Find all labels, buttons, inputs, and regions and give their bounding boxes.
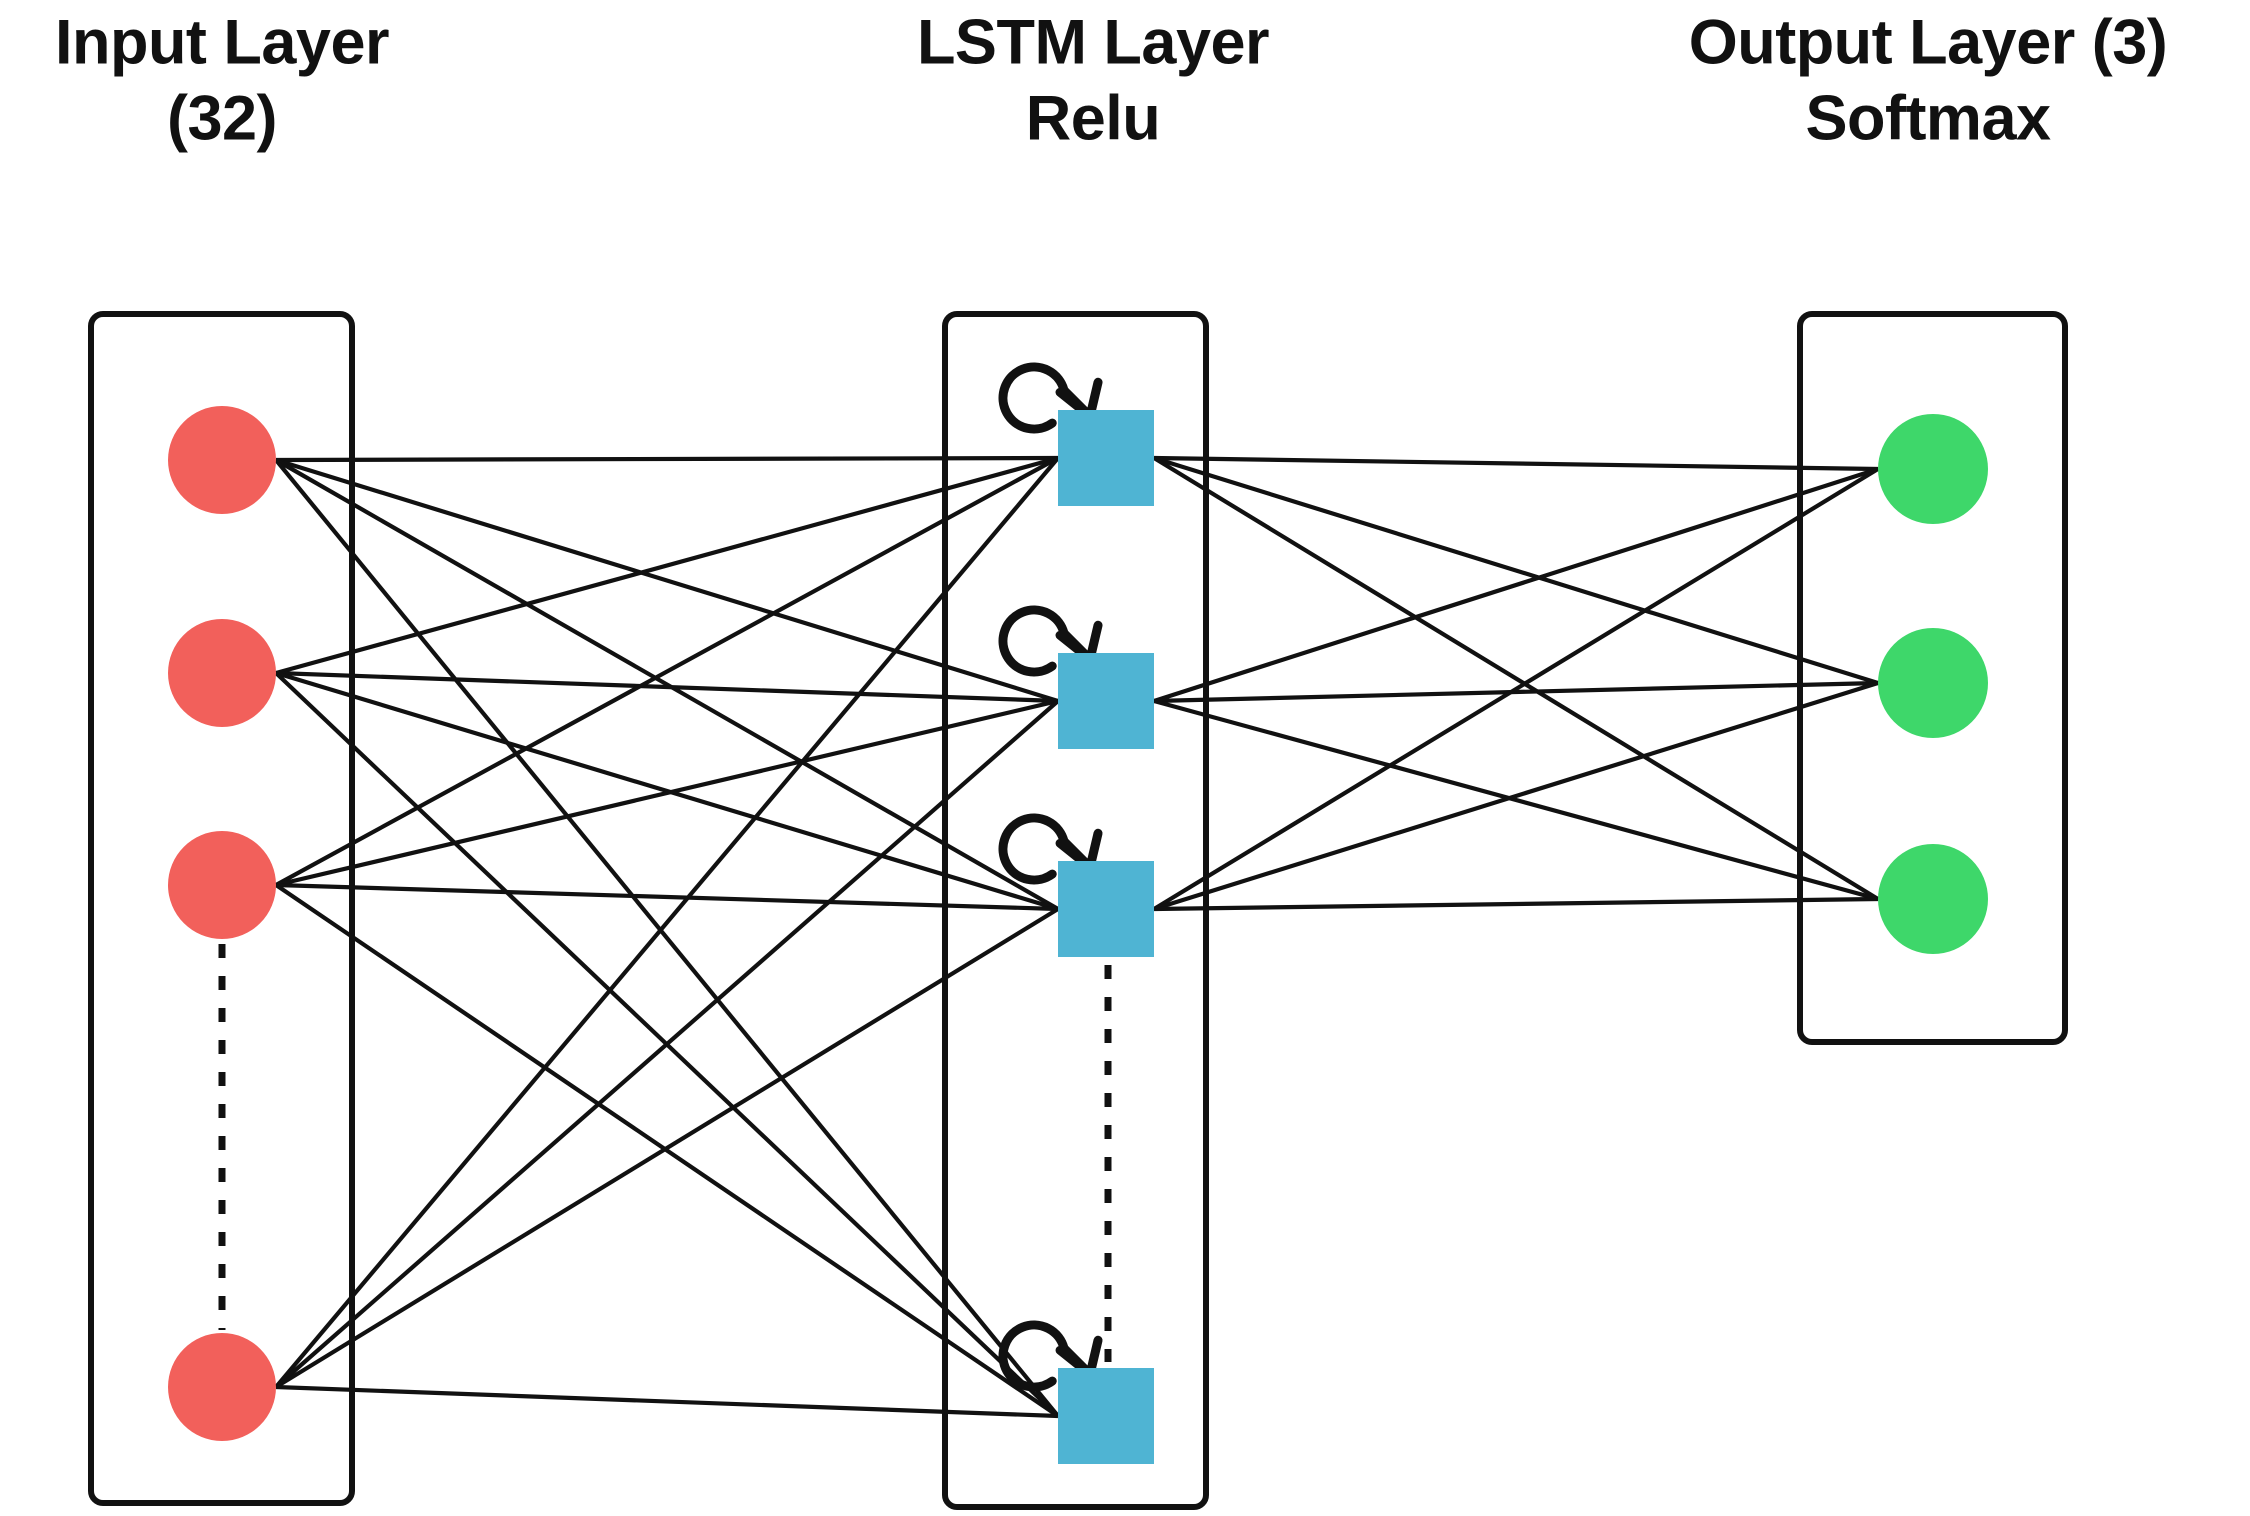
connection-lstm-output-1-2 <box>1153 698 1879 902</box>
lstm-layer-nodes <box>1058 410 1154 1464</box>
connection-input-lstm-1-0 <box>275 455 1059 676</box>
connection-input-lstm-2-3 <box>274 883 1060 1418</box>
input-layer-box <box>88 311 355 1506</box>
output-layer-title-line2: Softmax <box>1805 84 2051 154</box>
connection-input-lstm-2-1 <box>275 698 1059 888</box>
connection-input-lstm-2-2 <box>275 882 1059 912</box>
connection-input-lstm-0-0 <box>275 455 1059 463</box>
output-layer-title-line1: Output Layer (3) <box>1689 8 2168 78</box>
connection-lstm-output-2-1 <box>1153 680 1879 912</box>
connection-lstm-output-0-0 <box>1153 455 1879 472</box>
lstm-node-3 <box>1058 1368 1154 1464</box>
input-node-1 <box>168 619 276 727</box>
input-layer-nodes <box>168 406 276 1441</box>
connection-input-lstm-1-1 <box>275 670 1059 704</box>
connection-lstm-output-1-0 <box>1153 467 1879 703</box>
connection-input-lstm-3-1 <box>274 699 1060 1389</box>
connection-lstm-output-0-1 <box>1153 455 1879 686</box>
recurrent-loop-arc-1 <box>998 605 1069 677</box>
connection-input-lstm-0-2 <box>274 458 1060 911</box>
lstm-node-0 <box>1058 410 1154 506</box>
connection-input-lstm-3-0 <box>274 456 1060 1389</box>
recurrent-loop-arc-0 <box>998 362 1069 434</box>
connections-lstm-to-output <box>1152 455 1880 912</box>
output-layer-nodes <box>1878 414 1988 954</box>
input-layer-title-line1: Input Layer <box>55 8 389 78</box>
connection-input-lstm-2-0 <box>274 456 1060 887</box>
connection-lstm-output-2-0 <box>1152 467 1880 911</box>
lstm-layer-title-line1: LSTM Layer <box>917 8 1269 78</box>
output-layer-title: Output Layer (3) Softmax <box>1689 8 2168 154</box>
connections-input-to-lstm <box>274 455 1060 1419</box>
input-node-2 <box>168 831 276 939</box>
output-layer-box <box>1797 311 2068 1045</box>
connection-input-lstm-0-3 <box>274 458 1060 1418</box>
input-layer-title-line2: (32) <box>167 84 277 154</box>
recurrent-loop-arc-3 <box>998 1320 1069 1392</box>
output-node-0 <box>1878 414 1988 524</box>
input-layer-title: Input Layer (32) <box>55 8 390 154</box>
lstm-node-2 <box>1058 861 1154 957</box>
output-node-2 <box>1878 844 1988 954</box>
connection-lstm-output-2-2 <box>1153 896 1879 912</box>
connection-input-lstm-0-1 <box>275 457 1059 704</box>
connection-lstm-output-0-2 <box>1152 456 1880 901</box>
lstm-layer-box <box>942 311 1209 1510</box>
connection-input-lstm-3-2 <box>274 907 1060 1389</box>
input-node-0 <box>168 406 276 514</box>
lstm-layer-title: LSTM Layer Relu <box>917 8 1270 154</box>
lstm-layer-title-line2: Relu <box>1026 84 1161 154</box>
connection-input-lstm-3-3 <box>275 1384 1059 1419</box>
recurrent-loop-arc-2 <box>998 813 1069 885</box>
input-node-3 <box>168 1333 276 1441</box>
connection-lstm-output-1-1 <box>1153 680 1879 704</box>
output-node-1 <box>1878 628 1988 738</box>
lstm-node-1 <box>1058 653 1154 749</box>
